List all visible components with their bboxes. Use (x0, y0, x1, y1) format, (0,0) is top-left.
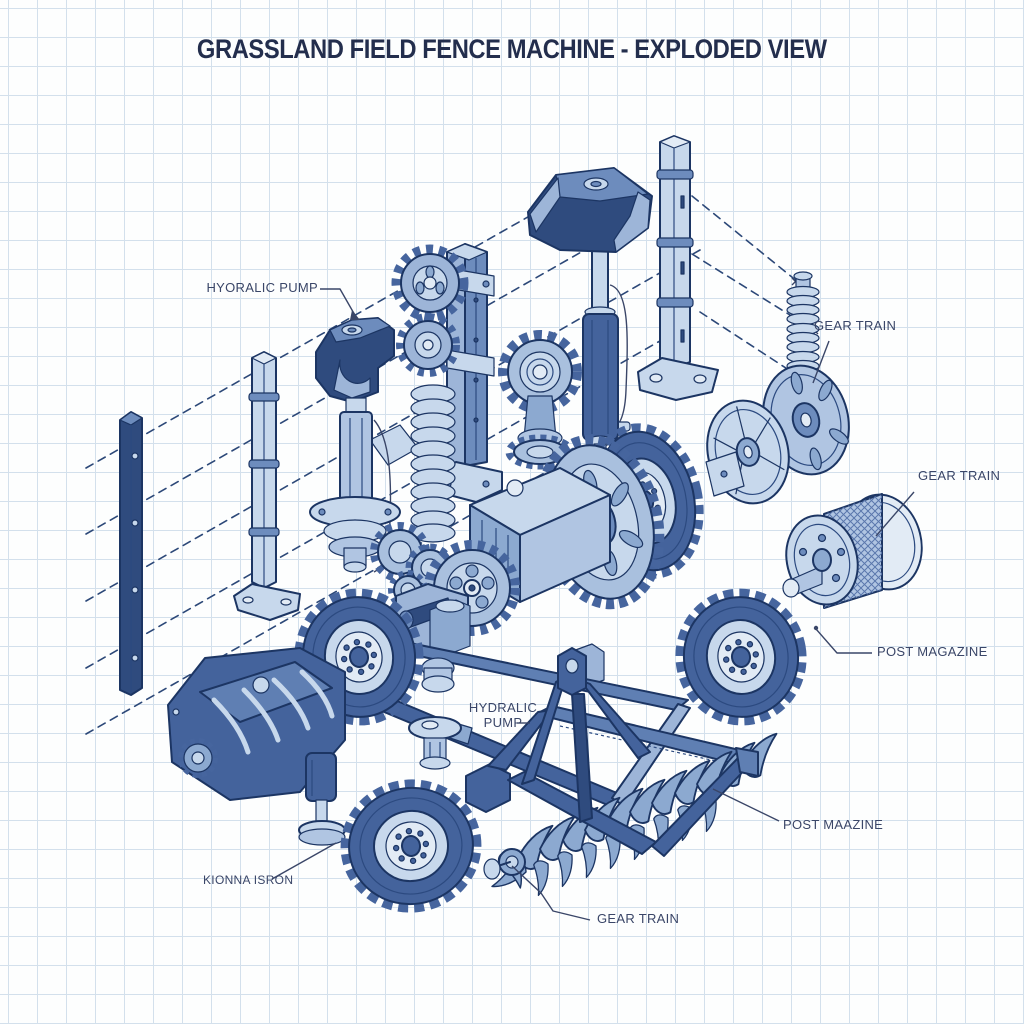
label-post-magazine-bottom: POST MAAZINE (783, 817, 884, 832)
tire-wheel-left (294, 588, 424, 726)
label-hydraulic-pump-center-line2: PUMP (483, 715, 523, 730)
gear-stack (498, 330, 582, 470)
fence-post-right (637, 135, 719, 401)
label-hydraulic-pump-left: HYORALIC PUMP (206, 280, 318, 295)
label-hydraulic-pump-center: HYDRALIC PUMP (468, 700, 538, 730)
piston-foot (298, 752, 346, 846)
tire-wheel-bottom (340, 779, 482, 913)
tire-wheel-right (675, 588, 807, 726)
hydraulic-pump-left (309, 317, 401, 573)
label-gear-train-bottom: GEAR TRAIN (597, 911, 680, 926)
label-gear-train-right: GEAR TRAIN (918, 468, 1001, 483)
fence-post-flanged-left (233, 351, 301, 621)
three-point-hitch-harrow (465, 647, 778, 897)
tine-roller (483, 732, 778, 897)
post-magazine-hopper (167, 647, 346, 801)
label-gear-train-top: GEAR TRAIN (814, 318, 897, 333)
label-part-code-bottom-left: KIONNA ISRON (203, 873, 294, 887)
label-hydraulic-pump-center-line1: HYDRALIC (468, 700, 538, 715)
wire-spool (782, 493, 923, 609)
post-driver-hammer (527, 167, 653, 457)
mast-gear-lower (396, 313, 460, 377)
leader-lines (271, 288, 915, 921)
spoked-wheel (705, 399, 790, 505)
page-title: GRASSLAND FIELD FENCE MACHINE - EXPLODED… (197, 34, 827, 64)
fence-post-left (119, 411, 143, 696)
label-post-magazine-right: POST MAGAZINE (877, 644, 988, 659)
pump-cap (408, 716, 473, 770)
mast-gear-upper (391, 244, 469, 322)
